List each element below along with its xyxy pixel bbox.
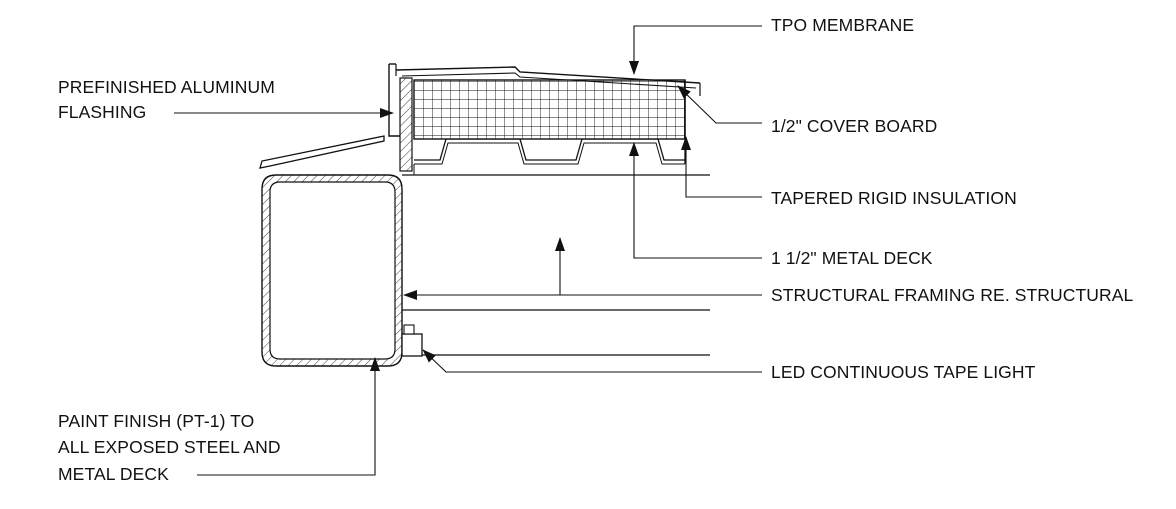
label-structural-framing: STRUCTURAL FRAMING RE. STRUCTURAL (771, 285, 1134, 305)
label-paint-finish-line2: ALL EXPOSED STEEL AND (58, 437, 281, 457)
label-tpo-membrane: TPO MEMBRANE (771, 15, 915, 35)
label-paint-finish-line3: METAL DECK (58, 464, 169, 484)
metal-deck-profile (413, 138, 685, 175)
steel-tube-section (261, 174, 403, 367)
label-cover-board: 1/2" COVER BOARD (771, 116, 938, 136)
leader-led (422, 349, 762, 373)
leader-structural-framing (403, 237, 762, 300)
leader-tpo (629, 25, 762, 75)
label-led-tape-light: LED CONTINUOUS TAPE LIGHT (771, 362, 1036, 382)
structure-lines (402, 174, 710, 356)
drip-edge (259, 135, 385, 169)
leader-metal-deck (629, 142, 762, 259)
label-flashing-line2: FLASHING (58, 102, 147, 122)
led-tape-light (401, 324, 423, 357)
label-flashing-line1: PREFINISHED ALUMINUM (58, 77, 275, 97)
tpo-membrane (395, 66, 701, 96)
leader-tapered-insulation (681, 136, 762, 198)
label-tapered-insulation: TAPERED RIGID INSULATION (771, 188, 1017, 208)
cover-board-insulation-block (413, 79, 686, 140)
aluminum-flashing (388, 63, 413, 172)
leader-cover-board (677, 85, 762, 124)
label-metal-deck: 1 1/2" METAL DECK (771, 248, 933, 268)
label-paint-finish-line1: PAINT FINISH (PT-1) TO (58, 411, 255, 431)
leader-paint-finish (197, 357, 380, 476)
